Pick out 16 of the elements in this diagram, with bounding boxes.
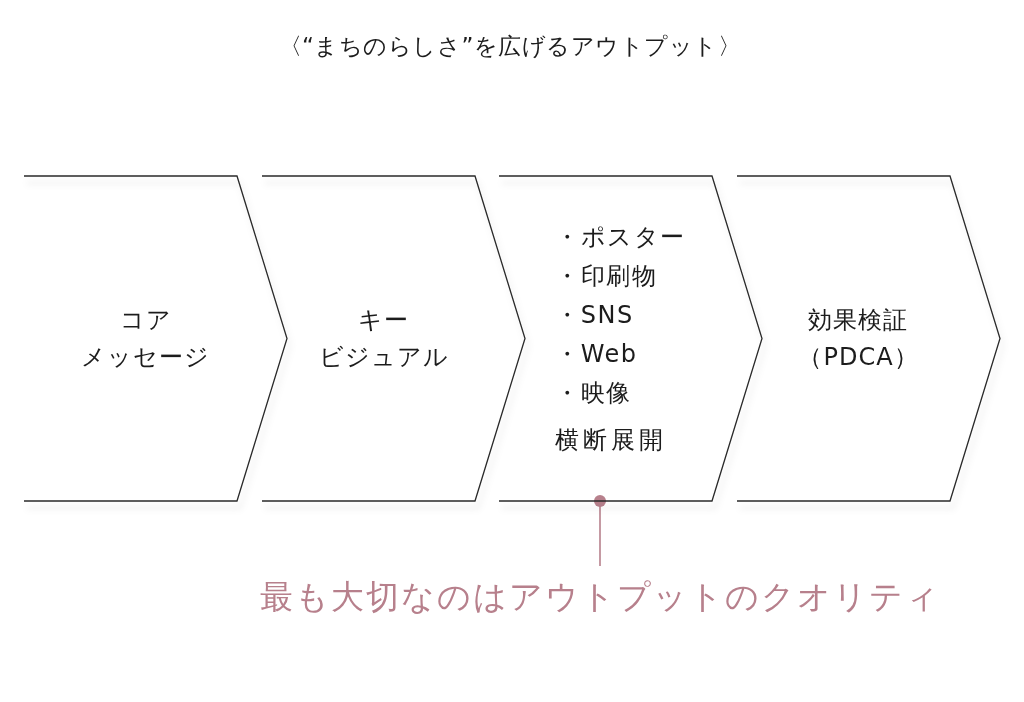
chevron-shape (737, 176, 1000, 501)
chevron-shape (499, 176, 762, 501)
list-item: ・Web (555, 338, 638, 370)
chevron-label: キービジュアル (318, 304, 449, 373)
chevron-label: コアメッセージ (81, 304, 210, 373)
list-item: ・印刷物 (555, 260, 658, 292)
list-item: ・映像 (555, 377, 632, 409)
chevron-shape (262, 176, 525, 501)
diagram-title: 〈“まちのらしさ”を広げるアウトプット〉 (278, 32, 742, 61)
list-item: ・SNS (555, 299, 634, 331)
chevron-label: 効果検証（PDCA） (798, 304, 919, 373)
chevron-shape (24, 176, 287, 501)
leader-line (594, 495, 606, 567)
callout-text: 最も大切なのはアウトプットのクオリティ (259, 566, 941, 628)
list-item: ・ポスター (555, 221, 686, 253)
summary-label: 横断展開 (555, 424, 668, 456)
